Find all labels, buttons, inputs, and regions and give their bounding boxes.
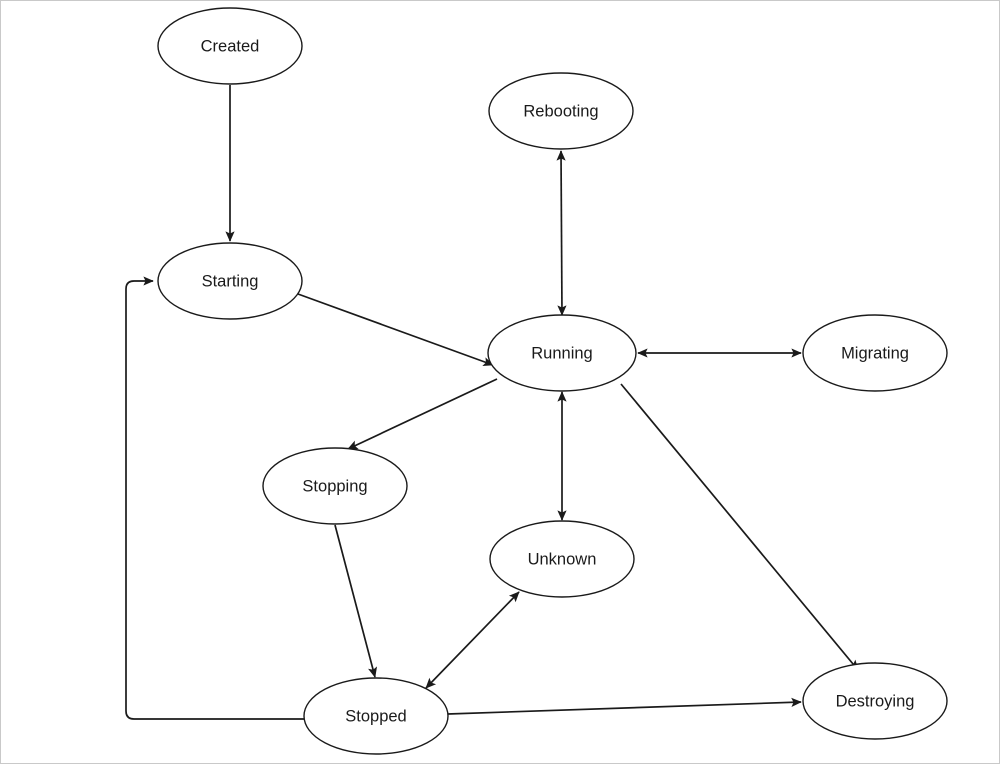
node-created-shape[interactable] (157, 7, 303, 85)
edge-stopped-to-starting (125, 276, 304, 720)
node-stopped-shape[interactable] (303, 677, 449, 755)
node-running-shape[interactable] (487, 314, 637, 392)
node-unknown-shape[interactable] (489, 520, 635, 598)
node-stopping[interactable]: Stopping (262, 447, 408, 525)
edge-running-to-stopping (347, 378, 498, 450)
node-starting-shape[interactable] (157, 242, 303, 320)
node-stopping-shape[interactable] (262, 447, 408, 525)
edge-running-to-destroying (620, 383, 859, 671)
node-migrating[interactable]: Migrating (802, 314, 948, 392)
node-rebooting[interactable]: Rebooting (488, 72, 634, 150)
nodes-layer: Created Rebooting Starting Running Migra… (157, 7, 948, 755)
edge-running-to-rebooting (556, 150, 567, 316)
edge-stopped-to-destroying (447, 697, 802, 715)
edge-stopped-to-unknown (425, 591, 520, 689)
node-running[interactable]: Running (487, 314, 637, 392)
node-stopped[interactable]: Stopped (303, 677, 449, 755)
node-unknown[interactable]: Unknown (489, 520, 635, 598)
node-created[interactable]: Created (157, 7, 303, 85)
node-rebooting-shape[interactable] (488, 72, 634, 150)
edge-stopping-to-stopped (334, 524, 378, 678)
node-migrating-shape[interactable] (802, 314, 948, 392)
node-starting[interactable]: Starting (157, 242, 303, 320)
edges-layer (125, 85, 859, 720)
node-destroying[interactable]: Destroying (802, 662, 948, 740)
edge-starting-to-running (297, 293, 494, 367)
node-destroying-shape[interactable] (802, 662, 948, 740)
